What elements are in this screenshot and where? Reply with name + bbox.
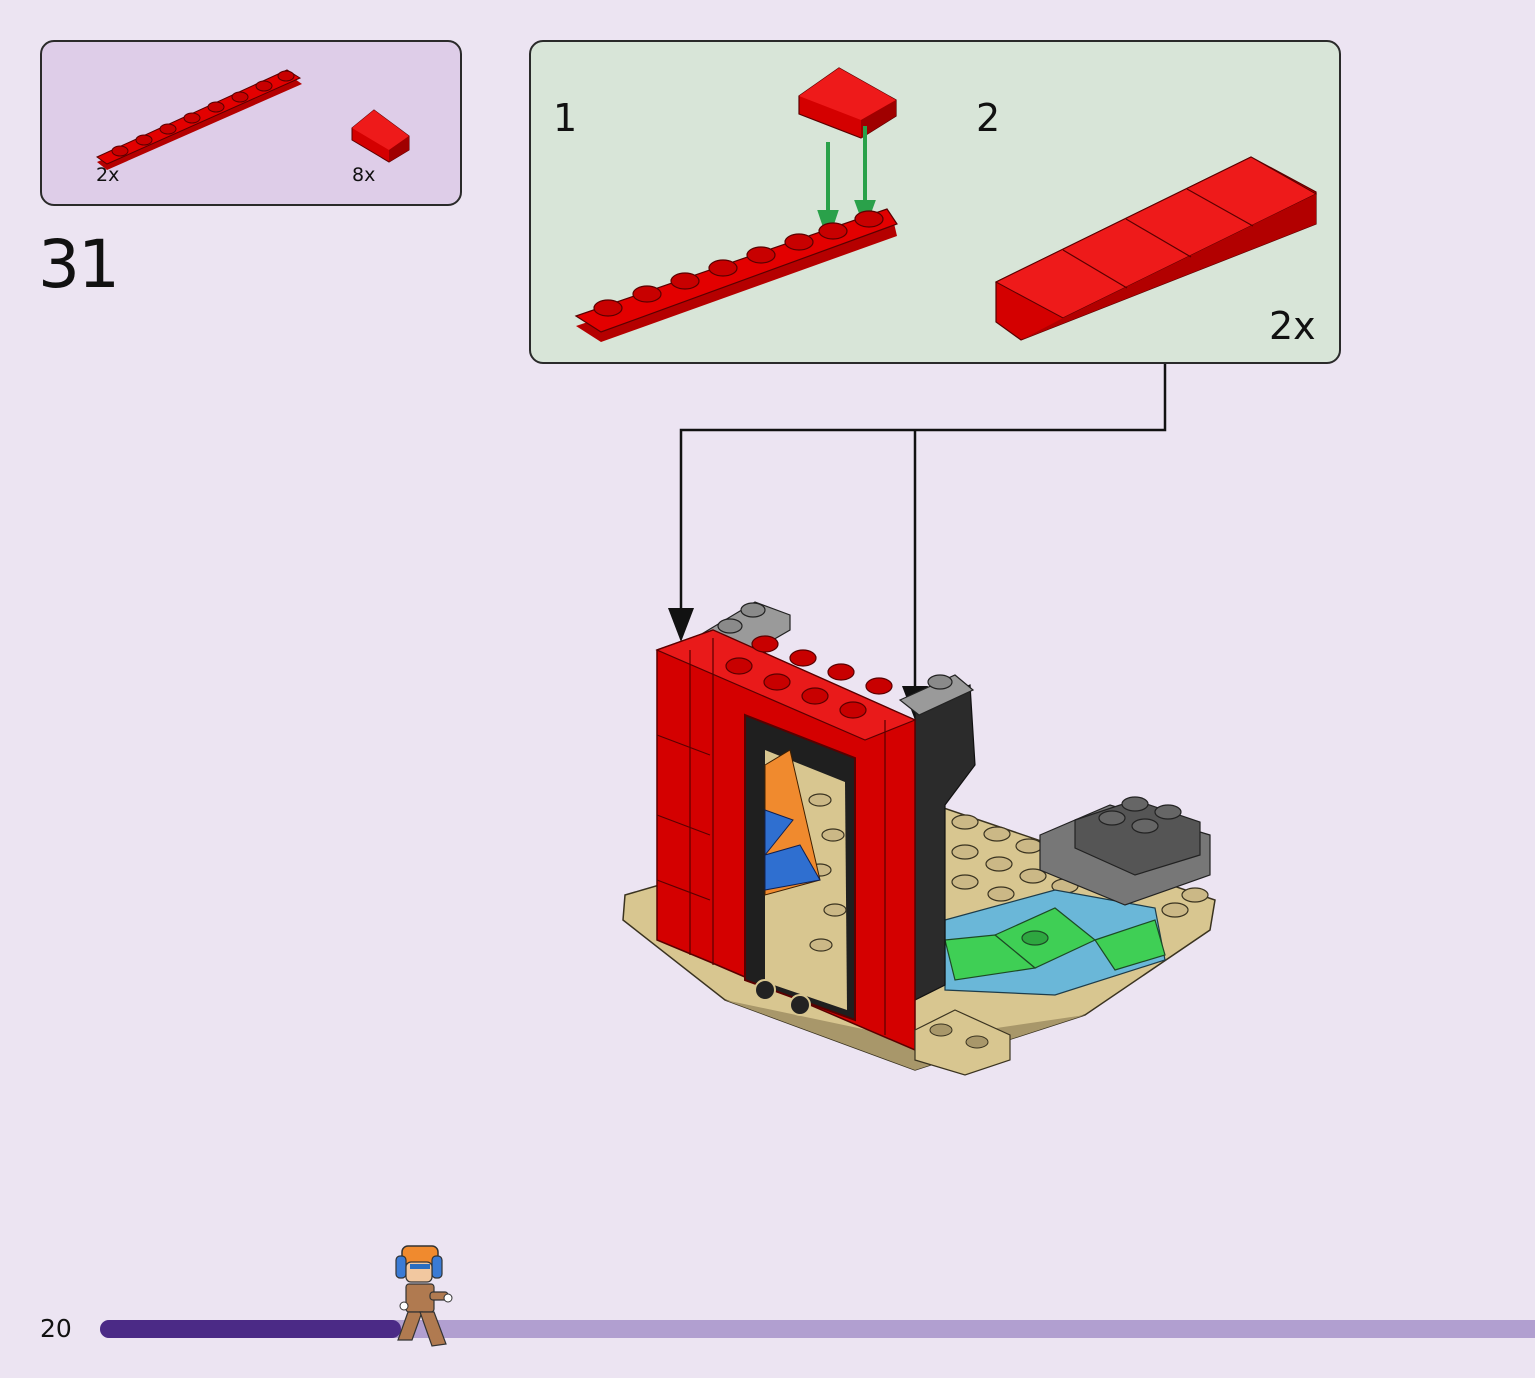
substep-2-illustration bbox=[994, 156, 1318, 341]
step-number: 31 bbox=[38, 226, 120, 303]
substep-number: 1 bbox=[553, 96, 578, 140]
part-quantity: 8x bbox=[352, 164, 376, 186]
walking-minifigure-icon bbox=[395, 1245, 453, 1347]
red-plate-1x8-icon bbox=[95, 69, 302, 170]
submodel-multiplier: 2x bbox=[1269, 304, 1316, 348]
substep-1-illustration bbox=[574, 67, 898, 342]
model-assembly-illustration bbox=[622, 601, 1216, 1076]
parts-list-callout: 2x 8x bbox=[40, 40, 462, 206]
part-quantity: 2x bbox=[96, 164, 120, 186]
progress-bar bbox=[100, 1320, 401, 1338]
page-number: 20 bbox=[40, 1314, 72, 1343]
submodel-callout: 1 2 2x bbox=[529, 40, 1341, 364]
progress-track bbox=[100, 1320, 1535, 1338]
red-slope-tile-icon bbox=[351, 109, 410, 163]
substep-number: 2 bbox=[976, 96, 1001, 140]
